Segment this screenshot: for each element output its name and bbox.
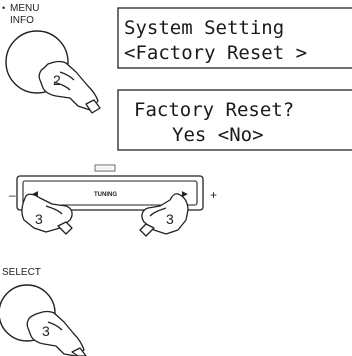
minus-label: – [9, 188, 16, 202]
step-number: 3 [166, 211, 174, 227]
hand-icon [21, 193, 73, 235]
tuning-label: TUNING [94, 192, 117, 198]
menu-label: MENU [10, 3, 39, 14]
plus-label: + [210, 188, 217, 202]
hand-icon [26, 310, 87, 356]
select-label: SELECT [2, 267, 41, 278]
left-arrow-icon[interactable]: ◄ [30, 189, 40, 200]
step-number: 3 [42, 323, 50, 339]
hand-icon [38, 60, 101, 114]
tuning-button-bar[interactable] [22, 180, 198, 206]
lcd-display-2: Factory Reset? Yes <No> [117, 89, 352, 151]
lcd-line-1: System Setting [124, 17, 284, 39]
tuning-control-group: – + ◄ ► TUNING 3 3 [9, 164, 217, 237]
lcd-frame [117, 7, 352, 69]
lcd-line-2: <Factory Reset > [124, 42, 307, 64]
step-number: 2 [53, 72, 61, 88]
lcd-frame [117, 89, 352, 151]
hand-icon [139, 193, 189, 237]
lcd-display-1: System Setting <Factory Reset > [117, 7, 352, 69]
step-number: 3 [35, 211, 43, 227]
menu-info-group: • MENU INFO 2 [2, 3, 101, 114]
info-label: INFO [10, 15, 34, 26]
lcd-line-1: Factory Reset? [134, 99, 294, 121]
menu-bullet: • [2, 3, 5, 13]
right-arrow-icon[interactable]: ► [180, 189, 190, 200]
lcd-line-2: Yes <No> [172, 124, 264, 146]
select-group: SELECT 3 [0, 267, 87, 356]
